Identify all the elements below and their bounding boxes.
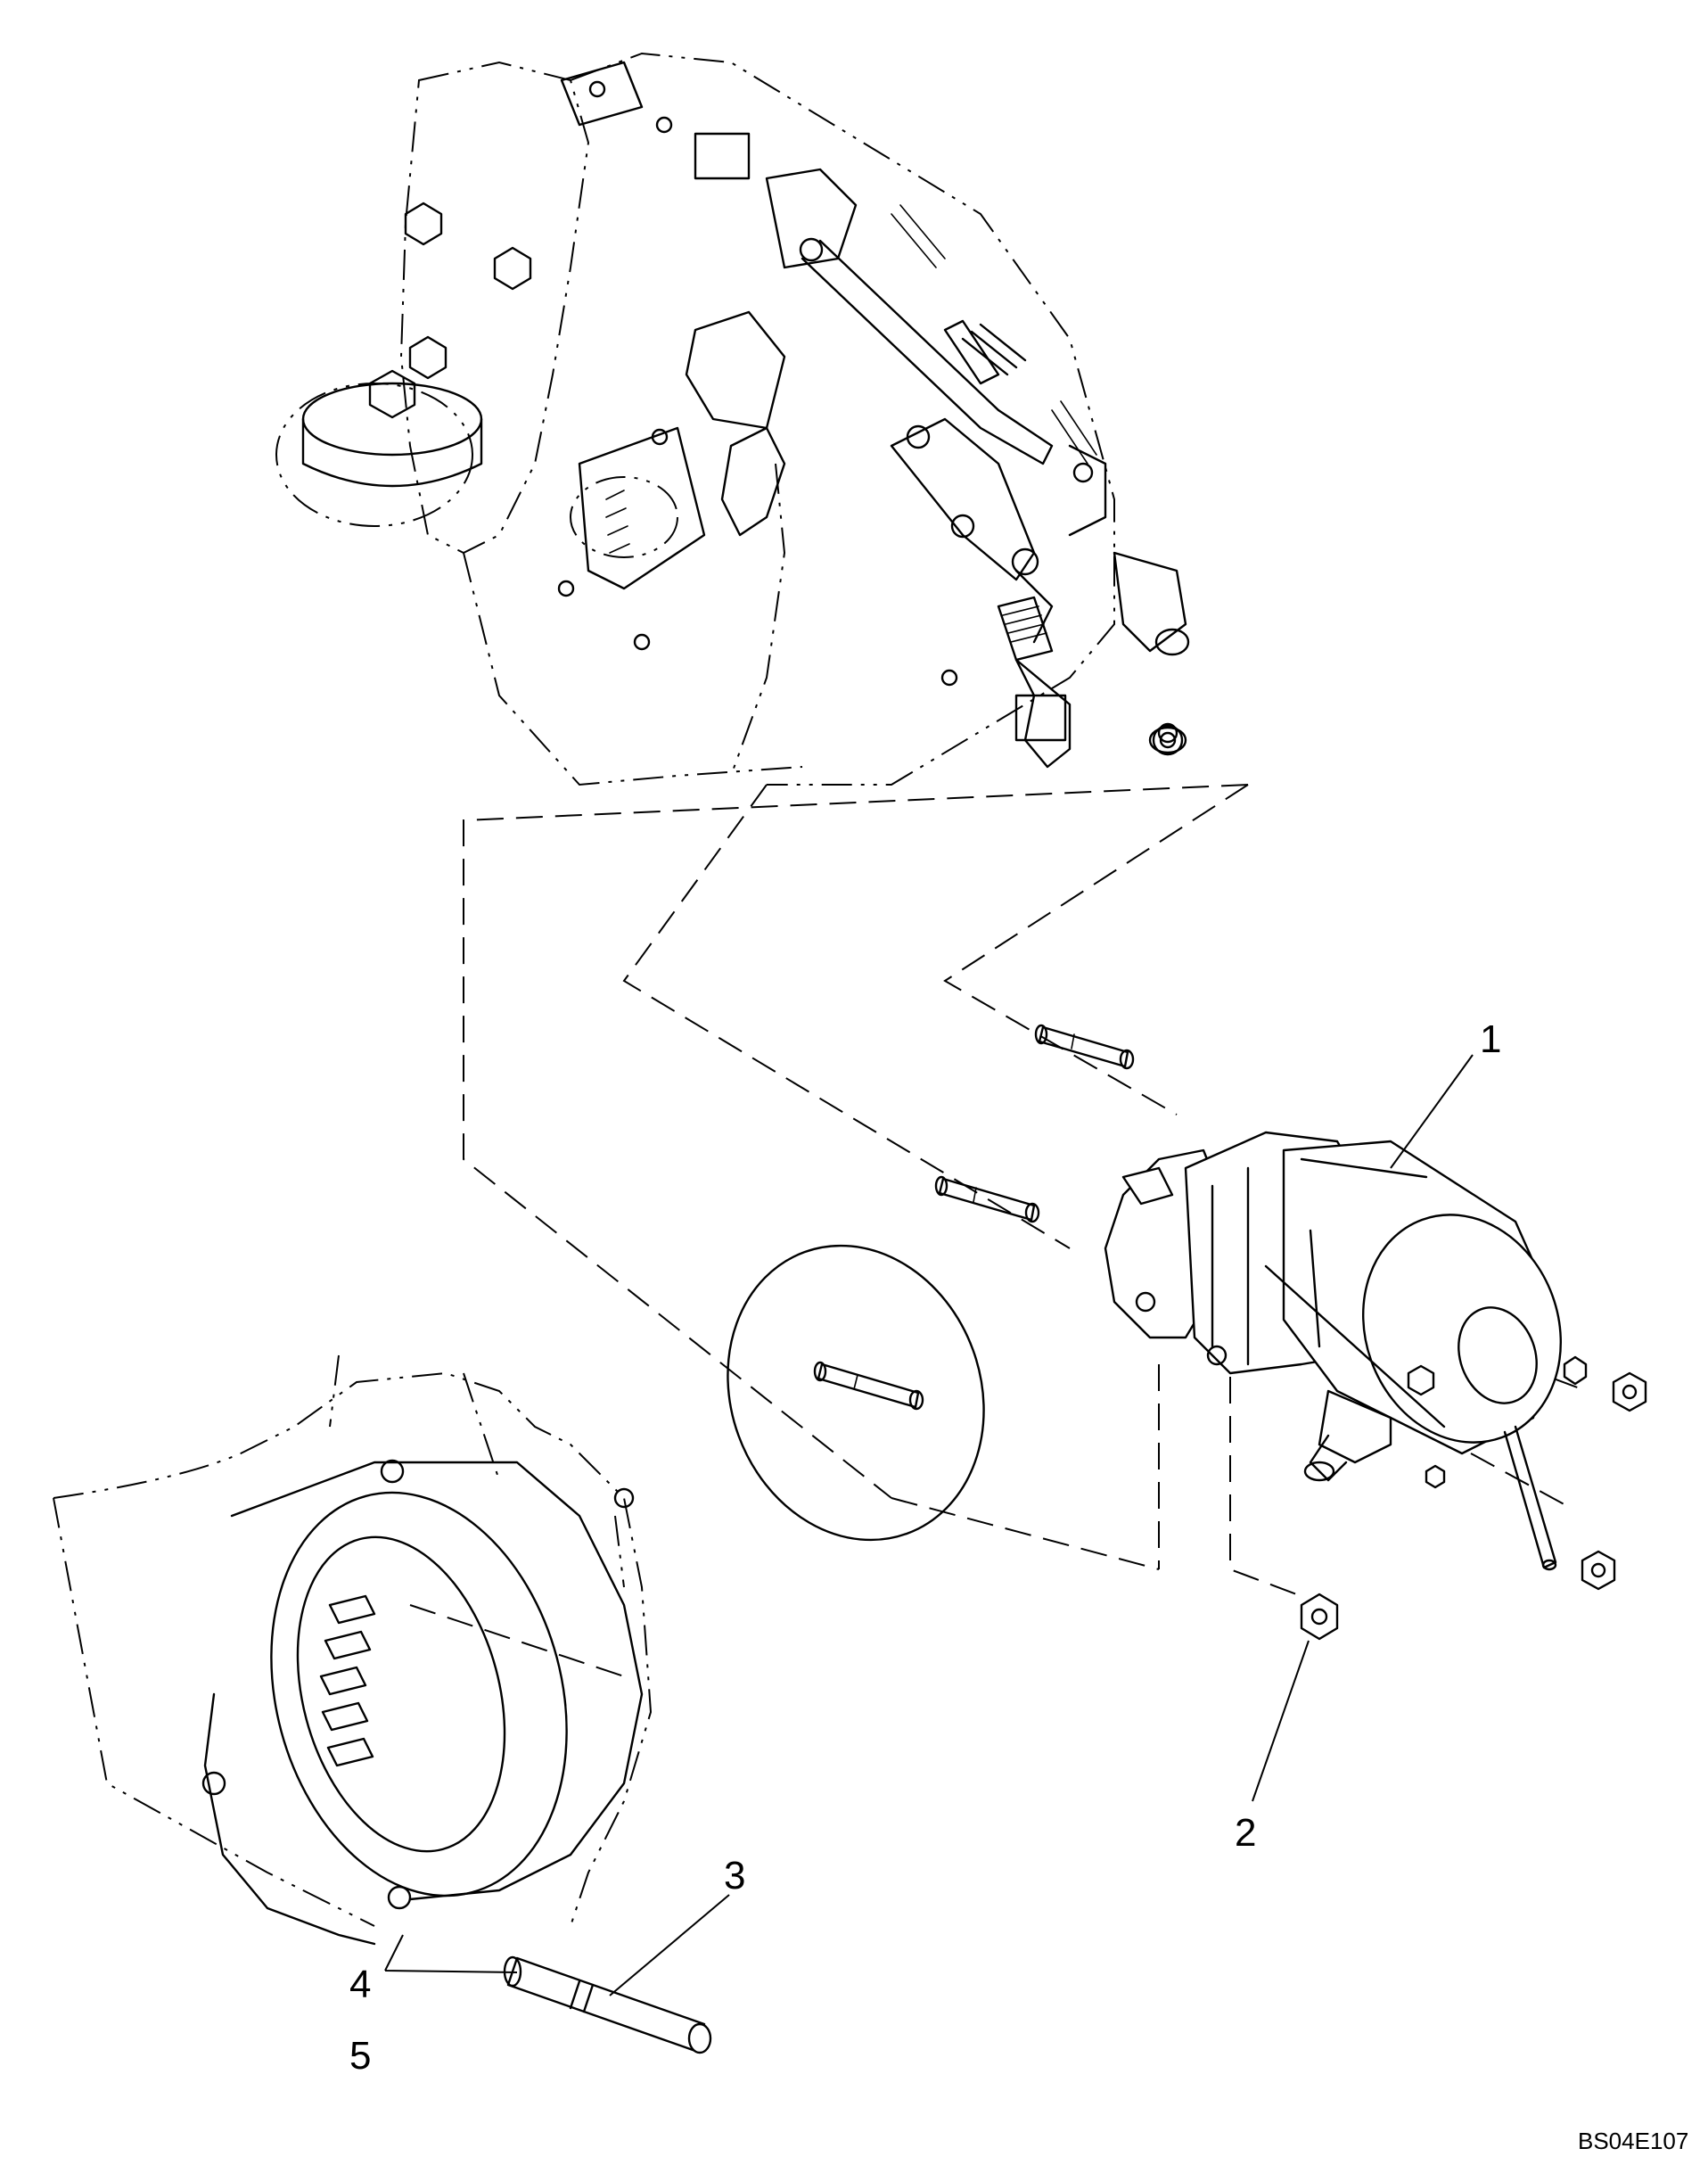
flange-nuts [1300,1371,1647,1641]
upper-gear-window [557,426,706,651]
callout-2: 2 [1235,1811,1256,1855]
callout-labels: 1 2 3 4 5 BS04E107 [349,1017,1688,2154]
starter-motor [1104,1131,1588,1571]
governor-linkage [765,168,1190,769]
detail-ellipse [727,1244,985,1542]
flywheel-housing-detail [53,1354,712,2054]
callout-4: 4 [349,1963,371,2006]
stud-item-3 [503,1955,712,2054]
drawing-code: BS04E107 [1578,2128,1688,2154]
leader-lines [384,1054,1474,1996]
alignment-lines [409,784,1588,1677]
flange-nut-right-lower [1581,1550,1616,1591]
stud-upper [1034,1024,1135,1070]
ring-gear-teeth [319,1594,376,1767]
flange-nut-right-upper [1612,1371,1647,1412]
engine-bolts [404,202,532,380]
callout-3: 3 [724,1854,745,1897]
flange-nut-item-2 [1300,1593,1339,1641]
engine-block-phantom [275,52,1115,786]
starter-studs [727,1024,1135,1542]
stud-middle [934,1175,1040,1223]
oil-filler-cap [301,369,483,488]
engine-block-solid-features [301,61,1190,769]
callout-5: 5 [349,2034,371,2078]
callout-1: 1 [1480,1017,1501,1061]
